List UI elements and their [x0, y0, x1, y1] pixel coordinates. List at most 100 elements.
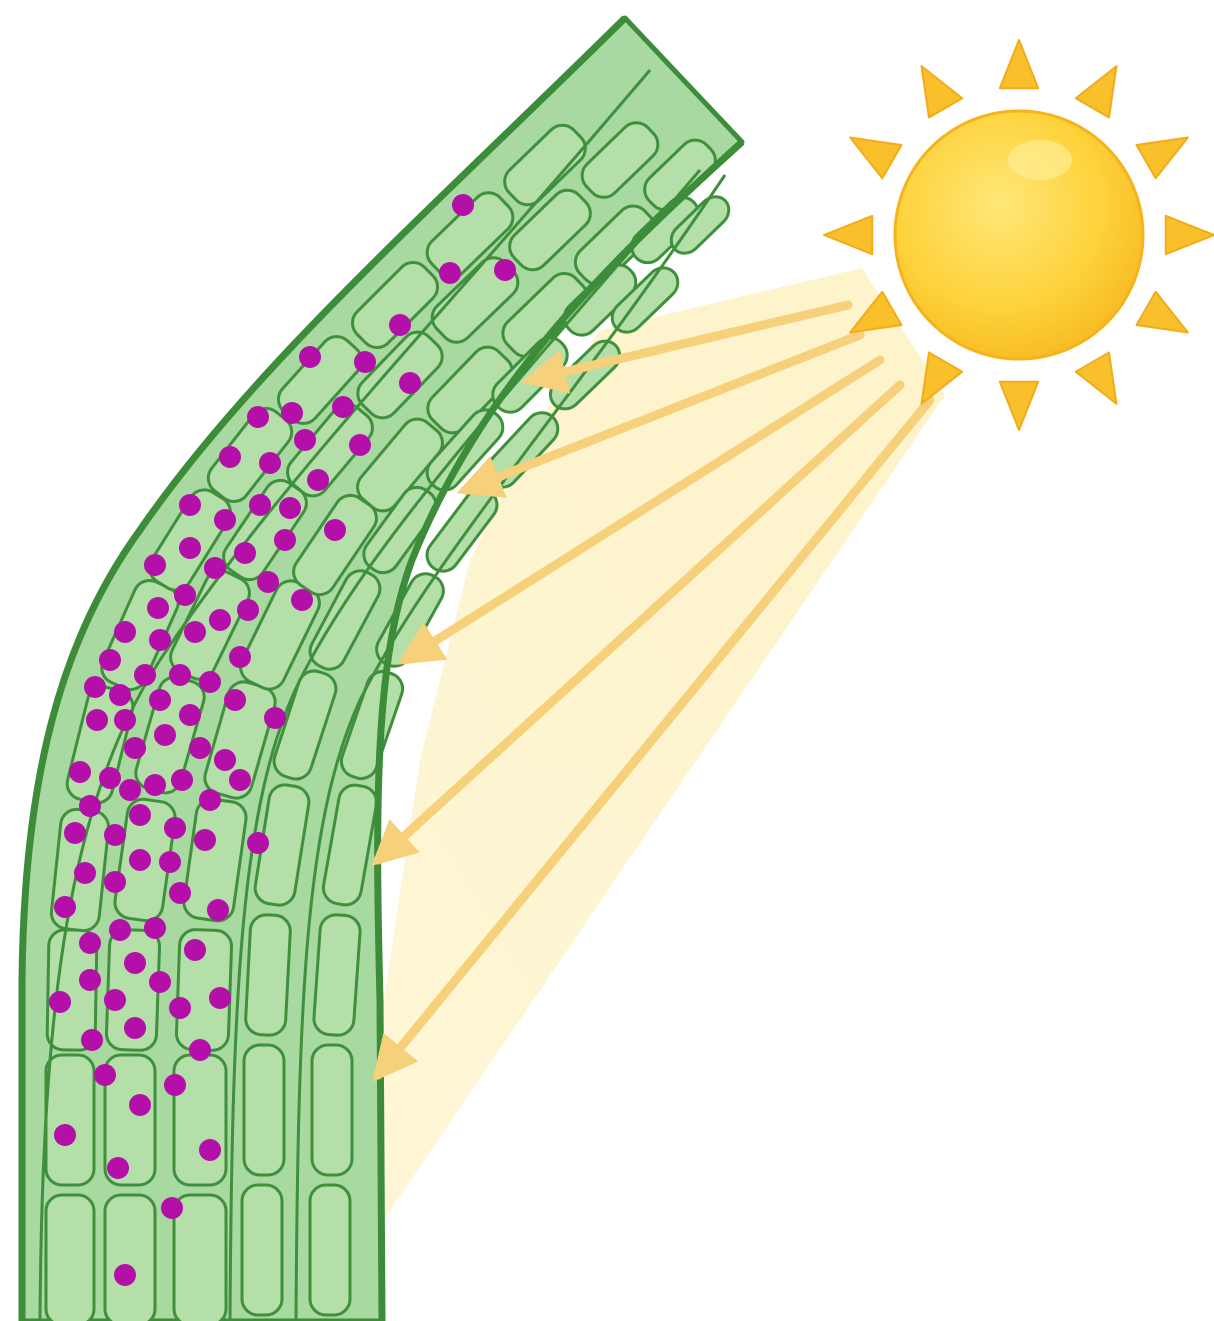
auxin-dot	[219, 446, 241, 468]
auxin-dot	[204, 557, 226, 579]
auxin-dot	[159, 851, 181, 873]
auxin-dot	[349, 434, 371, 456]
auxin-dot	[129, 804, 151, 826]
auxin-dot	[144, 554, 166, 576]
auxin-dot	[274, 529, 296, 551]
sun-ray	[1000, 382, 1038, 430]
auxin-dot	[114, 709, 136, 731]
auxin-dot	[81, 1029, 103, 1051]
sun-ray	[850, 138, 901, 179]
auxin-dot	[99, 649, 121, 671]
auxin-dot	[79, 969, 101, 991]
auxin-dot	[134, 664, 156, 686]
auxin-dot	[164, 817, 186, 839]
auxin-dot	[104, 871, 126, 893]
auxin-dot	[99, 767, 121, 789]
sun-ray	[1076, 352, 1117, 403]
auxin-dot	[179, 704, 201, 726]
auxin-dot	[124, 737, 146, 759]
auxin-dot	[147, 597, 169, 619]
auxin-dot	[257, 571, 279, 593]
auxin-dot	[86, 709, 108, 731]
auxin-dot	[199, 1139, 221, 1161]
stem-cell	[174, 1055, 226, 1185]
auxin-dot	[129, 849, 151, 871]
auxin-dot	[184, 621, 206, 643]
auxin-dot	[124, 952, 146, 974]
stem-cell	[46, 1195, 94, 1321]
sun-ray	[1136, 138, 1187, 179]
auxin-dot	[104, 989, 126, 1011]
auxin-dot	[229, 646, 251, 668]
auxin-dot	[74, 862, 96, 884]
stem-cell	[312, 1045, 352, 1175]
auxin-dot	[294, 429, 316, 451]
auxin-dot	[124, 1017, 146, 1039]
auxin-dot	[169, 664, 191, 686]
auxin-dot	[49, 991, 71, 1013]
stem-cell	[242, 1185, 282, 1315]
auxin-dot	[332, 396, 354, 418]
auxin-dot	[224, 689, 246, 711]
auxin-dot	[494, 259, 516, 281]
auxin-dot	[54, 896, 76, 918]
auxin-dot	[189, 737, 211, 759]
auxin-dot	[184, 939, 206, 961]
auxin-dot	[259, 452, 281, 474]
sun-ray	[1000, 40, 1038, 88]
auxin-dot	[324, 519, 346, 541]
auxin-dot	[229, 769, 251, 791]
auxin-dot	[399, 372, 421, 394]
auxin-dot	[237, 599, 259, 621]
auxin-dot	[144, 917, 166, 939]
auxin-dot	[299, 346, 321, 368]
auxin-dot	[114, 621, 136, 643]
auxin-dot	[149, 629, 171, 651]
auxin-dot	[179, 494, 201, 516]
auxin-dot	[452, 194, 474, 216]
stem-cell	[313, 914, 361, 1036]
auxin-dot	[129, 1094, 151, 1116]
auxin-dot	[161, 1197, 183, 1219]
auxin-dot	[439, 262, 461, 284]
auxin-dot	[389, 314, 411, 336]
auxin-dot	[171, 769, 193, 791]
auxin-dot	[149, 971, 171, 993]
auxin-dot	[249, 494, 271, 516]
auxin-dot	[149, 689, 171, 711]
auxin-dot	[209, 609, 231, 631]
auxin-dot	[169, 997, 191, 1019]
auxin-dot	[179, 537, 201, 559]
stem-cell	[46, 1055, 94, 1185]
auxin-dot	[84, 676, 106, 698]
auxin-dot	[281, 402, 303, 424]
sun-ray	[1136, 292, 1187, 333]
auxin-dot	[264, 707, 286, 729]
stem-cell	[105, 1195, 155, 1321]
auxin-dot	[214, 749, 236, 771]
auxin-dot	[189, 1039, 211, 1061]
sun-ray	[824, 216, 872, 254]
auxin-dot	[214, 509, 236, 531]
auxin-dot	[199, 671, 221, 693]
auxin-dot	[307, 469, 329, 491]
auxin-dot	[279, 497, 301, 519]
auxin-dot	[79, 795, 101, 817]
auxin-dot	[209, 987, 231, 1009]
stem-cell	[174, 1195, 226, 1321]
auxin-dot	[194, 829, 216, 851]
auxin-dot	[247, 832, 269, 854]
sun-ray	[1166, 216, 1214, 254]
auxin-dot	[54, 1124, 76, 1146]
sun-ray	[922, 66, 963, 117]
auxin-dot	[174, 584, 196, 606]
stem-cell	[245, 914, 291, 1036]
sun-ray	[1076, 66, 1117, 117]
auxin-dot	[64, 822, 86, 844]
stem-cell	[244, 1045, 284, 1175]
sun-highlight	[1008, 140, 1072, 180]
auxin-dot	[109, 919, 131, 941]
auxin-dot	[234, 542, 256, 564]
auxin-dot	[247, 406, 269, 428]
